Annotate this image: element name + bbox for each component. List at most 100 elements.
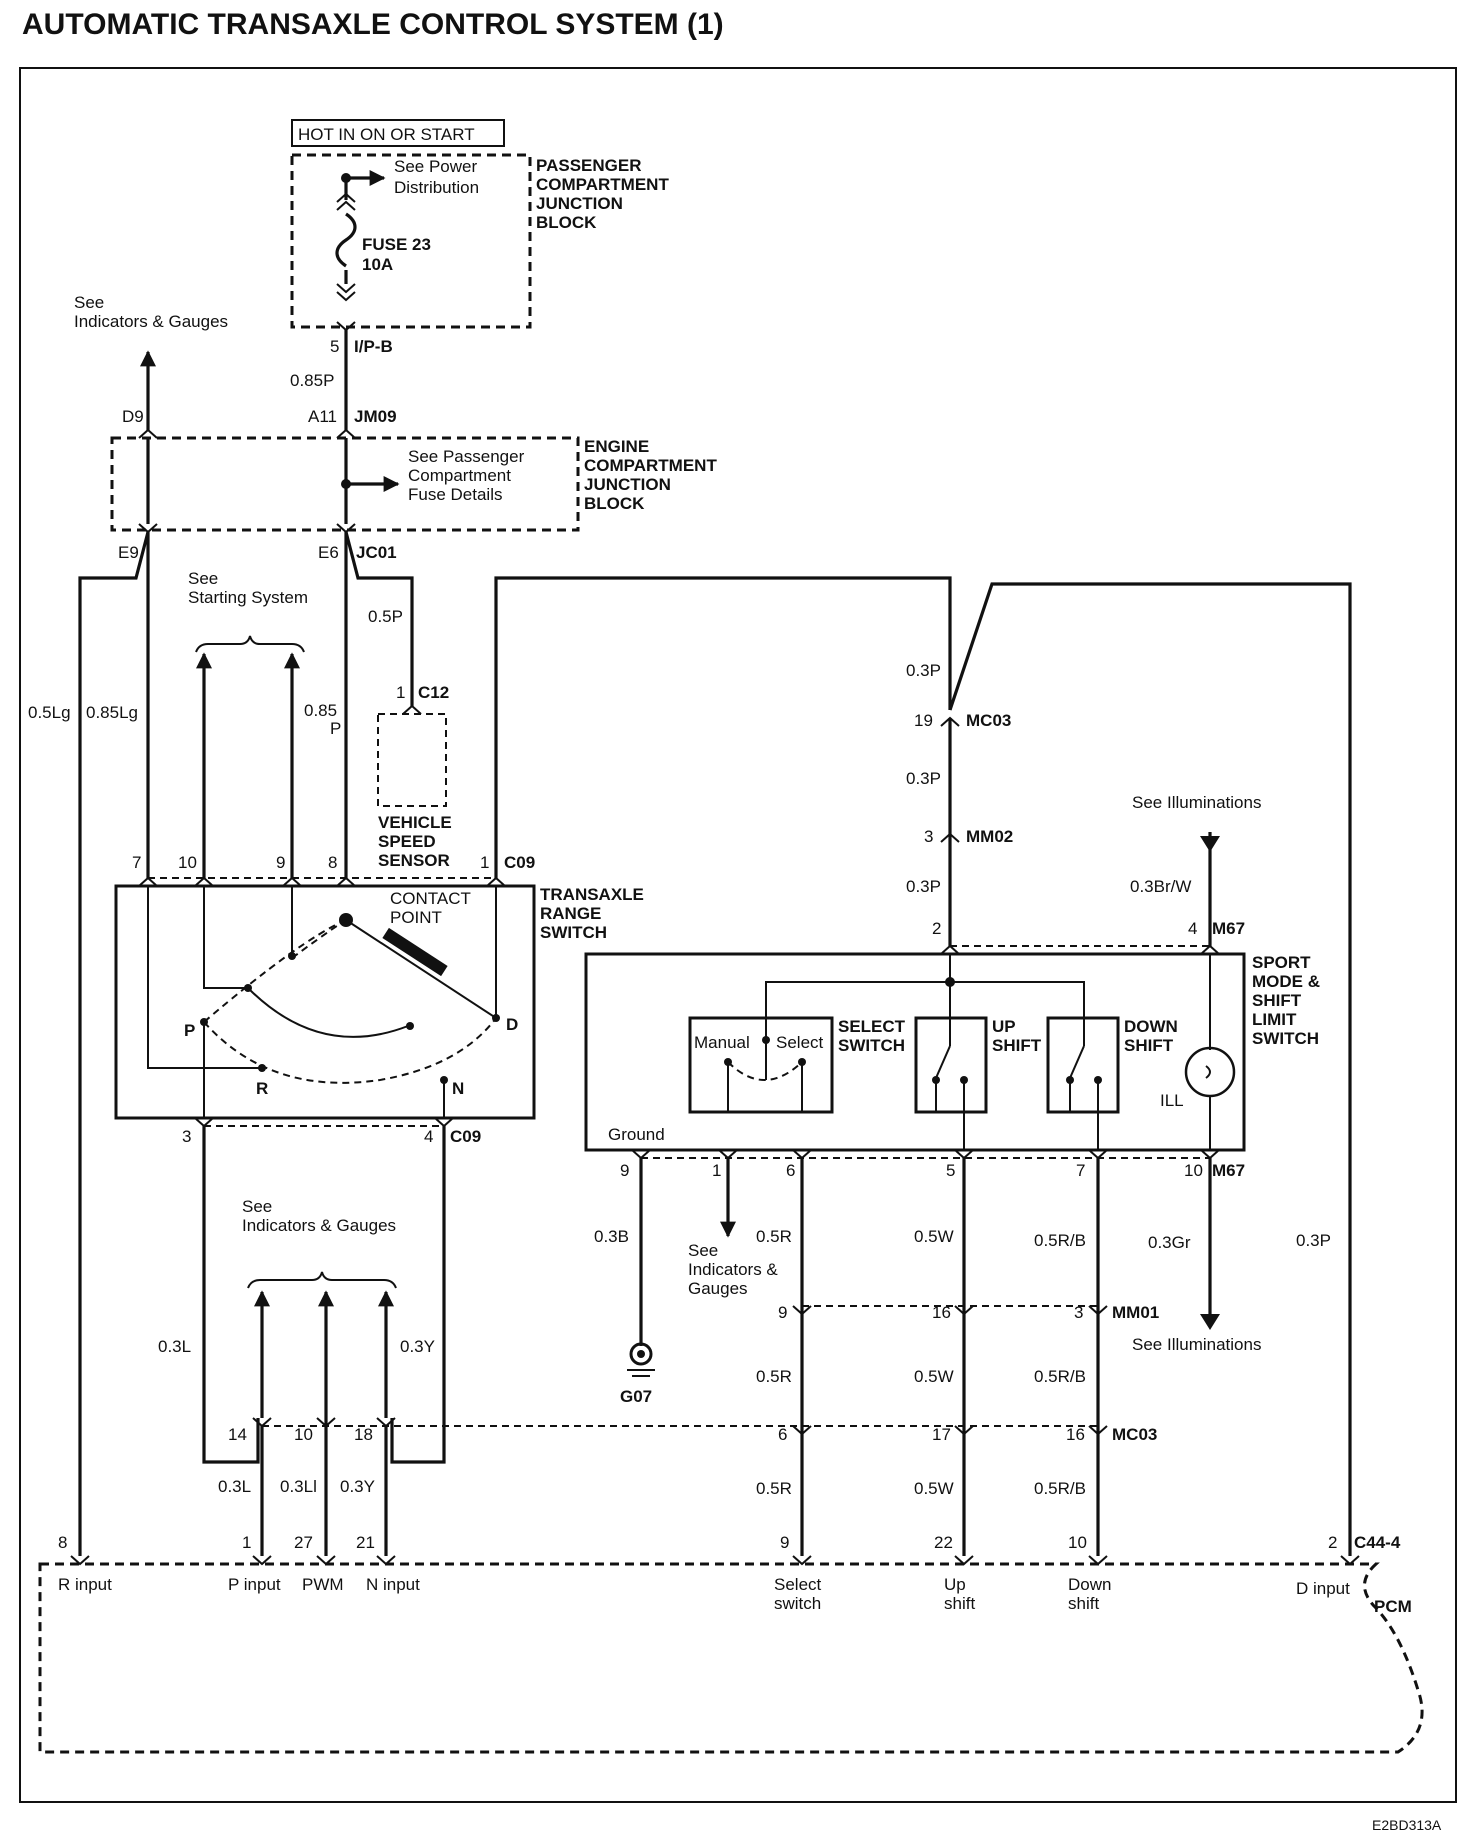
- pcjb-label: PASSENGER COMPARTMENT JUNCTION BLOCK: [536, 156, 669, 232]
- position-R: R: [256, 1079, 268, 1098]
- diagram-frame: [19, 67, 1457, 1803]
- see-power-label-2: Distribution: [394, 178, 479, 197]
- down-shift-label: DOWN SHIFT: [1124, 1017, 1178, 1055]
- svg-text:PASSENGER: PASSENGER: [536, 156, 642, 175]
- pin-1-c09: 1: [480, 853, 489, 872]
- wire-05R-a: 0.5R: [756, 1227, 792, 1246]
- pin-1-sport: 1: [712, 1161, 721, 1180]
- svg-text:SENSOR: SENSOR: [378, 851, 450, 870]
- wire-03Y-lower: 0.3Y: [340, 1477, 375, 1496]
- manual-label: Manual: [694, 1033, 750, 1052]
- pin-6-sport: 6: [786, 1161, 795, 1180]
- see-start-1: See: [188, 569, 218, 588]
- svg-text:Up: Up: [944, 1575, 966, 1594]
- sport-label: SPORT MODE & SHIFT LIMIT SWITCH: [1252, 953, 1320, 1048]
- diagram-title: AUTOMATIC TRANSAXLE CONTROL SYSTEM (1): [22, 8, 724, 41]
- wire-05Lg: 0.5Lg: [28, 703, 71, 722]
- figure-code: E2BD313A: [1372, 1817, 1442, 1833]
- pcm-label: PCM: [1374, 1597, 1412, 1616]
- connector-m67-top: M67: [1212, 919, 1245, 938]
- trs-label: TRANSAXLE RANGE SWITCH: [540, 885, 644, 942]
- connector-mm01: MM01: [1112, 1303, 1159, 1322]
- svg-text:CONTACT: CONTACT: [390, 889, 471, 908]
- pin-E9: E9: [118, 543, 139, 562]
- svg-text:BLOCK: BLOCK: [536, 213, 597, 232]
- wire-085P: 0.85P: [290, 371, 334, 390]
- svg-text:VEHICLE: VEHICLE: [378, 813, 452, 832]
- select-switch-label: SELECT SWITCH: [838, 1017, 906, 1055]
- pin-10-pcm: 10: [1068, 1533, 1087, 1552]
- connector-mm02: MM02: [966, 827, 1013, 846]
- svg-text:shift: shift: [1068, 1594, 1099, 1613]
- svg-text:UP: UP: [992, 1017, 1016, 1036]
- connector-mc03-bottom: MC03: [1112, 1425, 1157, 1444]
- svg-text:COMPARTMENT: COMPARTMENT: [536, 175, 669, 194]
- svg-text:JUNCTION: JUNCTION: [584, 475, 671, 494]
- pcm-p-input: P input: [228, 1575, 281, 1594]
- pcm-pwm: PWM: [302, 1575, 344, 1594]
- hot-label-box: [291, 119, 505, 147]
- pin-7-sport: 7: [1076, 1161, 1085, 1180]
- pin-7: 7: [132, 853, 141, 872]
- pin-21-pcm: 21: [356, 1533, 375, 1552]
- see-illum-bottom: See Illuminations: [1132, 1335, 1261, 1354]
- pcm-down-shift: Down shift: [1068, 1575, 1111, 1613]
- pin-14: 14: [228, 1425, 247, 1444]
- svg-text:SPORT: SPORT: [1252, 953, 1311, 972]
- contact-point-label: CONTACT POINT: [390, 889, 471, 927]
- see-ind-top-2: Indicators & Gauges: [74, 312, 228, 331]
- pin-18: 18: [354, 1425, 373, 1444]
- connector-c12: C12: [418, 683, 449, 702]
- see-illum-top: See Illuminations: [1132, 793, 1261, 812]
- pin-10-j: 10: [294, 1425, 313, 1444]
- pin-5-ipb: 5: [330, 337, 339, 356]
- pin-27-pcm: 27: [294, 1533, 313, 1552]
- pcm-d-input: D input: [1296, 1579, 1350, 1598]
- svg-text:shift: shift: [944, 1594, 975, 1613]
- wire-03Gr: 0.3Gr: [1148, 1233, 1191, 1252]
- pin-9: 9: [276, 853, 285, 872]
- wire-03BrW: 0.3Br/W: [1130, 877, 1191, 896]
- svg-text:Indicators &: Indicators &: [688, 1260, 778, 1279]
- wire-03Ll: 0.3Ll: [280, 1477, 317, 1496]
- pin-22-pcm: 22: [934, 1533, 953, 1552]
- wire-03P-c: 0.3P: [906, 877, 941, 896]
- pin-2-pcm: 2: [1328, 1533, 1337, 1552]
- pin-19: 19: [914, 711, 933, 730]
- position-N: N: [452, 1079, 464, 1098]
- pin-E6: E6: [318, 543, 339, 562]
- wire-05RB-b: 0.5R/B: [1034, 1367, 1086, 1386]
- pin-10-sport: 10: [1184, 1161, 1203, 1180]
- svg-text:switch: switch: [774, 1594, 821, 1613]
- wire-05RB-c: 0.5R/B: [1034, 1479, 1086, 1498]
- see-ind-low: See Indicators & Gauges: [688, 1241, 778, 1298]
- pcm-select-switch: Select switch: [774, 1575, 822, 1613]
- pin-10: 10: [178, 853, 197, 872]
- wire-085Lg: 0.85Lg: [86, 703, 138, 722]
- see-power-label: See Power: [394, 157, 477, 176]
- pin-D9: D9: [122, 407, 144, 426]
- svg-text:SHIFT: SHIFT: [1252, 991, 1302, 1010]
- pin-2: 2: [932, 919, 941, 938]
- wire-03L-upper: 0.3L: [158, 1337, 191, 1356]
- vss-label: VEHICLE SPEED SENSOR: [378, 813, 452, 870]
- wire-05R-b: 0.5R: [756, 1367, 792, 1386]
- pin-4-m67: 4: [1188, 919, 1197, 938]
- wire-05R-c: 0.5R: [756, 1479, 792, 1498]
- pin-3-mm01: 3: [1074, 1303, 1083, 1322]
- connector-c44: C44-4: [1354, 1533, 1401, 1552]
- up-shift-switch: [914, 1016, 988, 1114]
- svg-text:DOWN: DOWN: [1124, 1017, 1178, 1036]
- pin-17-mc03: 17: [932, 1425, 951, 1444]
- pcm-n-input: N input: [366, 1575, 420, 1594]
- position-P: P: [184, 1021, 195, 1040]
- sport-mode-switch: [584, 952, 1246, 1152]
- svg-text:Gauges: Gauges: [688, 1279, 748, 1298]
- fuse-label: FUSE 23: [362, 235, 431, 254]
- svg-text:ENGINE: ENGINE: [584, 437, 649, 456]
- see-ind-mid-1: See: [242, 1197, 272, 1216]
- svg-text:SWITCH: SWITCH: [540, 923, 607, 942]
- up-shift-label: UP SHIFT: [992, 1017, 1042, 1055]
- connector-jm09: JM09: [354, 407, 397, 426]
